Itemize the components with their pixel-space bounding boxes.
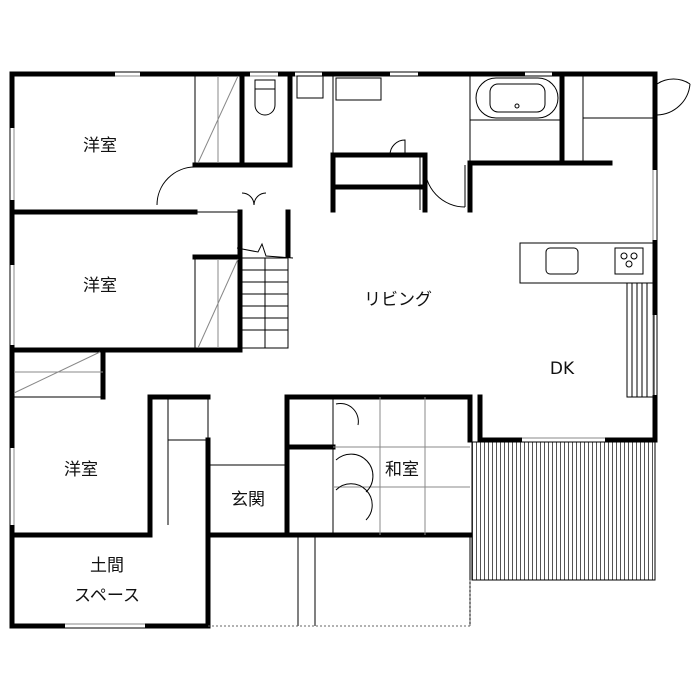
room-label-entrance: 玄関 bbox=[231, 490, 265, 510]
room-label-earthen-floor-space: スペース bbox=[74, 586, 140, 606]
doors bbox=[156, 78, 691, 521]
washbasin-icon bbox=[296, 75, 382, 101]
partitions bbox=[12, 74, 655, 627]
room-label-western-3: 洋室 bbox=[64, 460, 98, 480]
stove-icon bbox=[614, 247, 644, 275]
room-label-western-1: 洋室 bbox=[83, 136, 117, 156]
interior-walls bbox=[9, 71, 613, 629]
kitchen-counter bbox=[519, 242, 656, 284]
room-label-western-2: 洋室 bbox=[83, 276, 117, 296]
kitchen-shelf bbox=[626, 282, 655, 398]
room-label-japanese: 和室 bbox=[385, 460, 419, 480]
room-label-earthen-floor: 土間 bbox=[90, 556, 124, 576]
tatami-grid bbox=[333, 397, 470, 535]
windows bbox=[10, 72, 657, 628]
bathtub-icon bbox=[475, 77, 559, 119]
wood-deck bbox=[471, 441, 656, 581]
room-label-dk: DK bbox=[550, 359, 575, 379]
room-label-living: リビング bbox=[364, 290, 432, 310]
closet-marks bbox=[13, 75, 239, 394]
sink-icon bbox=[545, 247, 579, 275]
staircase bbox=[236, 242, 294, 349]
toilet-icon bbox=[254, 79, 276, 116]
